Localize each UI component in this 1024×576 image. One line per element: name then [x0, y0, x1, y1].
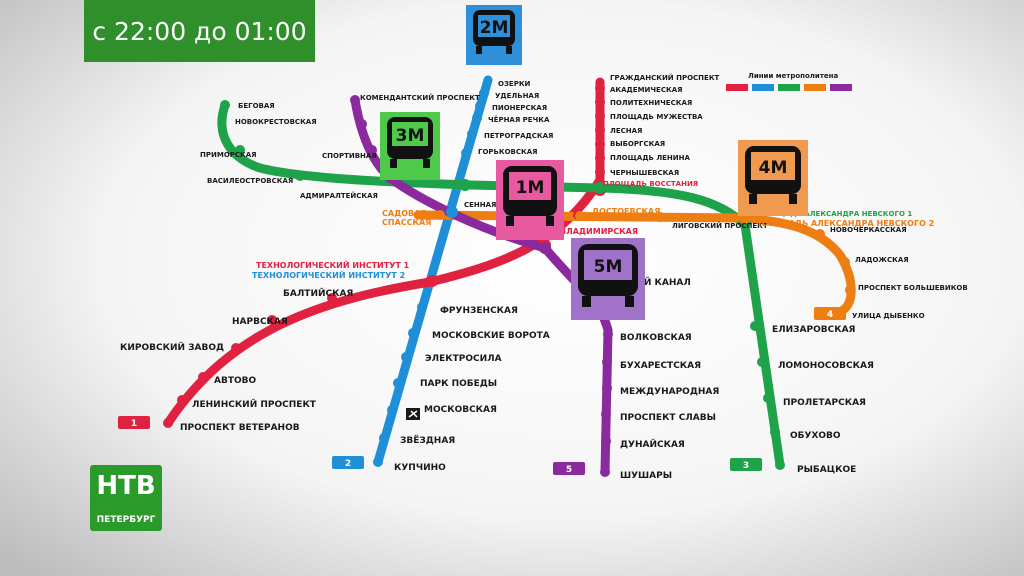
station-pl-anevskogo2: ПЛОЩАДЬ АЛЕКСАНДРА НЕВСКОГО 2 — [758, 219, 934, 228]
station-pr-slavy: ПРОСПЕКТ СЛАВЫ — [620, 413, 716, 423]
station-dostoevskaya: ДОСТОЕВСКАЯ — [592, 207, 660, 216]
svg-text:2: 2 — [345, 459, 351, 469]
station-elizarovskaya: ЕЛИЗАРОВСКАЯ — [772, 325, 856, 335]
ntv-logo: НТВ ПЕТЕРБУРГ — [90, 465, 162, 531]
bus-icon — [387, 117, 433, 168]
station-spasskaya: СПАССКАЯ — [382, 218, 431, 227]
svg-text:5М: 5М — [594, 257, 623, 277]
blue-line-stations — [373, 88, 489, 467]
station-pl-anevskogo1: ПЛОЩАДЬ АЛЕКСАНДРА НЕВСКОГО 1 — [758, 210, 912, 218]
station-begovaya: БЕГОВАЯ — [238, 102, 275, 110]
station-lomonosovskaya: ЛОМОНОСОВСКАЯ — [778, 361, 874, 371]
svg-text:4: 4 — [827, 310, 833, 320]
bus-icon — [578, 244, 638, 307]
station-chernaya-rechka: ЧЁРНАЯ РЕЧКА — [488, 115, 550, 124]
station-sennaya: СЕННАЯ — [464, 201, 496, 209]
svg-text:2М: 2М — [480, 18, 509, 38]
station-proletarskaya: ПРОЛЕТАРСКАЯ — [783, 398, 866, 408]
svg-text:5: 5 — [566, 465, 572, 475]
bus-icon — [503, 166, 557, 226]
station-pr-bolshevikov: ПРОСПЕКТ БОЛЬШЕВИКОВ — [858, 284, 968, 292]
station-udelnaya: УДЕЛЬНАЯ — [495, 92, 539, 100]
station-park-pobedy: ПАРК ПОБЕДЫ — [420, 379, 497, 389]
station-politekh: ПОЛИТЕХНИЧЕСКАЯ — [610, 99, 692, 107]
station-vasileostrovskaya: ВАСИЛЕОСТРОВСКАЯ — [207, 177, 293, 185]
station-moskovskaya: МОСКОВСКАЯ — [424, 405, 497, 415]
bus-4m-sign: 4М — [738, 140, 808, 216]
station-elektrosila: ЭЛЕКТРОСИЛА — [425, 354, 502, 364]
station-gorkovskaya: ГОРЬКОВСКАЯ — [478, 148, 538, 156]
station-sadovaya: САДОВАЯ — [382, 209, 426, 218]
svg-text:1М: 1М — [516, 178, 545, 198]
station-kupchino: КУПЧИНО — [394, 463, 446, 473]
station-petrogradskaya: ПЕТРОГРАДСКАЯ — [484, 132, 553, 140]
station-mezhdunarodnaya: МЕЖДУНАРОДНАЯ — [620, 387, 719, 397]
line-3-green — [217, 100, 785, 470]
purple-line-stations — [350, 95, 613, 477]
bus-icon — [473, 10, 515, 54]
station-volkovskaya: ВОЛКОВСКАЯ — [620, 333, 692, 343]
station-ladozhskaya: ЛАДОЖСКАЯ — [855, 256, 909, 264]
station-pl-vosstaniya: ПЛОЩАДЬ ВОССТАНИЯ — [603, 180, 698, 188]
station-mosk-vorota: МОСКОВСКИЕ ВОРОТА — [432, 331, 550, 341]
line-badges: 1 2 3 4 5 — [118, 307, 846, 475]
station-dunayskaya: ДУНАЙСКАЯ — [620, 438, 685, 450]
station-tech2: ТЕХНОЛОГИЧЕСКИЙ ИНСТИТУТ 2 — [252, 269, 405, 280]
station-pl-lenina: ПЛОЩАДЬ ЛЕНИНА — [610, 154, 690, 162]
station-ligovsky: ЛИГОВСКИЙ ПРОСПЕКТ — [672, 221, 768, 230]
svg-text:3: 3 — [743, 461, 749, 471]
station-leninsky: ЛЕНИНСКИЙ ПРОСПЕКТ — [192, 398, 317, 410]
station-shushary: ШУШАРЫ — [620, 471, 672, 481]
station-prospekt-veteranov: ПРОСПЕКТ ВЕТЕРАНОВ — [180, 423, 300, 433]
logo-mark: НТВ — [96, 471, 156, 501]
station-akadem: АКАДЕМИЧЕСКАЯ — [610, 86, 683, 94]
station-chernyshevskaya: ЧЕРНЫШЕВСКАЯ — [610, 169, 679, 177]
station-admiralteyskaya: АДМИРАЛТЕЙСКАЯ — [300, 191, 378, 200]
bus-5m-sign: 5М — [571, 238, 645, 320]
line-2-blue — [373, 75, 493, 467]
station-novokrestovskaya: НОВОКРЕСТОВСКАЯ — [235, 118, 317, 126]
bus-icon — [745, 146, 801, 204]
station-primorskaya: ПРИМОРСКАЯ — [200, 151, 257, 159]
station-avtovo: АВТОВО — [214, 376, 256, 386]
line-4-orange — [413, 210, 856, 317]
green-line-stations — [220, 100, 785, 470]
station-lesnaya: ЛЕСНАЯ — [610, 127, 642, 135]
bus-1m-sign: 1М — [496, 160, 564, 240]
station-zvezdnaya: ЗВЁЗДНАЯ — [400, 435, 455, 446]
station-pl-muzhestva: ПЛОЩАДЬ МУЖЕСТВА — [610, 113, 703, 121]
station-komendantsky: КОМЕНДАНТСКИЙ ПРОСПЕКТ — [360, 93, 480, 102]
station-kirovsky: КИРОВСКИЙ ЗАВОД — [120, 341, 224, 353]
airport-icon — [406, 408, 420, 420]
bus-3m-sign: 3М — [380, 112, 440, 180]
logo-city: ПЕТЕРБУРГ — [96, 515, 156, 525]
bus-2m-sign: 2М — [466, 5, 522, 65]
station-vladimirskaya: ВЛАДИМИРСКАЯ — [560, 227, 638, 236]
legend-swatches — [726, 84, 852, 91]
station-baltiyskaya: БАЛТИЙСКАЯ — [283, 287, 353, 299]
svg-text:3М: 3М — [396, 126, 425, 146]
station-grazhdansky: ГРАЖДАНСКИЙ ПРОСПЕКТ — [610, 73, 720, 82]
station-bukharestskaya: БУХАРЕСТСКАЯ — [620, 361, 701, 371]
station-sportivnaya: СПОРТИВНАЯ — [322, 152, 377, 160]
station-dybenko: УЛИЦА ДЫБЕНКО — [852, 312, 925, 320]
time-banner: с 22:00 до 01:00 — [84, 0, 315, 62]
station-frunzenskaya: ФРУНЗЕНСКАЯ — [440, 306, 518, 316]
station-pionerskaya: ПИОНЕРСКАЯ — [492, 104, 547, 112]
station-tech1: ТЕХНОЛОГИЧЕСКИЙ ИНСТИТУТ 1 — [256, 259, 410, 270]
svg-text:4М: 4М — [759, 158, 788, 178]
legend-title: Линии метрополитена — [748, 72, 838, 80]
station-vyborgskaya: ВЫБОРГСКАЯ — [610, 140, 665, 148]
station-obukhovo: ОБУХОВО — [790, 431, 841, 441]
station-rybatskoe: РЫБАЦКОЕ — [797, 465, 856, 475]
station-novocherkasskaya: НОВОЧЕРКАССКАЯ — [830, 226, 907, 234]
svg-text:1: 1 — [131, 419, 137, 429]
station-ozerki: ОЗЕРКИ — [498, 80, 531, 88]
station-narvskaya: НАРВСКАЯ — [232, 317, 288, 327]
